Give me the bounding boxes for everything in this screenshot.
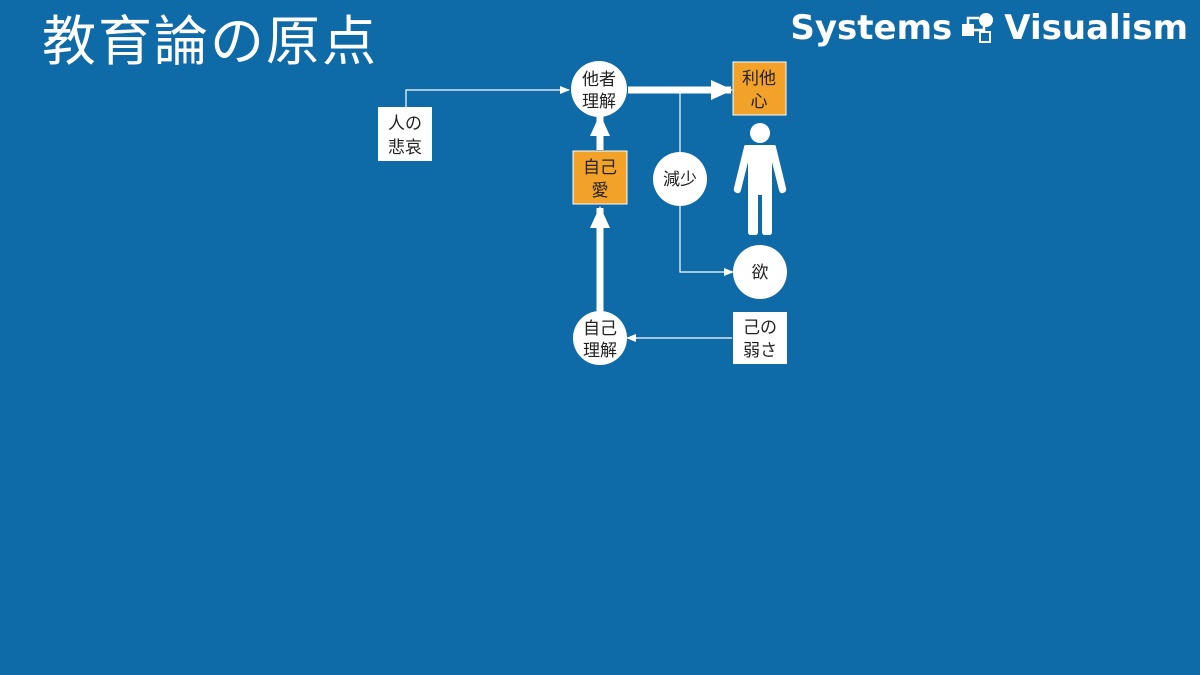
node-self-love: 自己 愛 (572, 150, 628, 205)
svg-text:利他: 利他 (742, 69, 776, 89)
node-own-weakness: 己の 弱さ (733, 312, 787, 364)
svg-text:人の: 人の (388, 114, 422, 134)
brand-right-text: Visualism (1004, 8, 1188, 48)
person-icon (733, 123, 787, 235)
svg-text:悲哀: 悲哀 (388, 138, 422, 158)
node-understand-others: 他者 理解 (571, 61, 627, 117)
link-decrease-to-desire (679, 90, 734, 276)
svg-text:他者: 他者 (582, 70, 616, 90)
link-sorrow-to-understand-others (405, 86, 570, 107)
node-self-understanding: 自己 理解 (573, 311, 627, 365)
svg-text:心: 心 (751, 92, 768, 112)
node-decrease: 減少 (653, 152, 707, 206)
svg-text:減少: 減少 (663, 170, 697, 190)
svg-text:理解: 理解 (582, 92, 616, 112)
svg-text:理解: 理解 (583, 341, 617, 361)
node-altruism: 利他 心 (732, 61, 787, 116)
node-human-sorrow: 人の 悲哀 (378, 107, 432, 161)
svg-text:自己: 自己 (583, 319, 617, 339)
brand-logo: Systems Visualism (790, 6, 1188, 50)
node-desire: 欲 (733, 245, 787, 299)
svg-text:弱さ: 弱さ (743, 341, 777, 361)
brand-left-text: Systems (790, 8, 953, 48)
svg-text:欲: 欲 (752, 263, 769, 283)
systems-visualism-logo-icon (962, 13, 994, 43)
svg-text:愛: 愛 (592, 181, 609, 201)
page-title: 教育論の原点 (42, 10, 378, 73)
svg-text:自己: 自己 (583, 158, 617, 178)
svg-text:己の: 己の (743, 318, 777, 338)
